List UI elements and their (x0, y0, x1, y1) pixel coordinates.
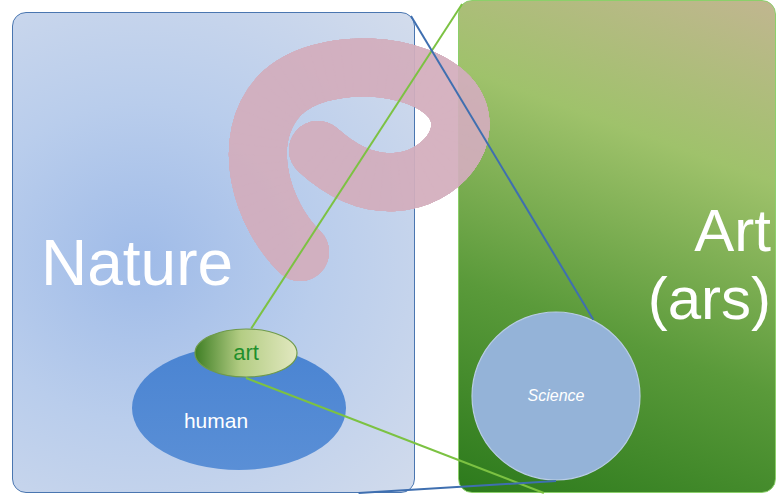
art-region-label: Art (ars) (621, 197, 771, 333)
nature-region-label: Nature (41, 231, 281, 295)
art-ellipse-shape (195, 329, 297, 377)
art-region: Art (ars) Science (458, 0, 776, 493)
zoom-line (411, 16, 593, 320)
zoom-line (251, 4, 462, 329)
art-ellipse: art (194, 328, 298, 378)
science-circle: Science (471, 311, 641, 481)
human-ellipse: humanart (131, 345, 347, 471)
nature-region: Naturehumanart (12, 12, 415, 493)
science-circle-label: Science (471, 386, 641, 406)
zoom-line (246, 378, 544, 493)
art-ellipse-label: art (194, 340, 298, 366)
human-ellipse-label: human (156, 408, 276, 434)
zoom-line (359, 481, 556, 493)
science-circle-shape (472, 312, 640, 480)
